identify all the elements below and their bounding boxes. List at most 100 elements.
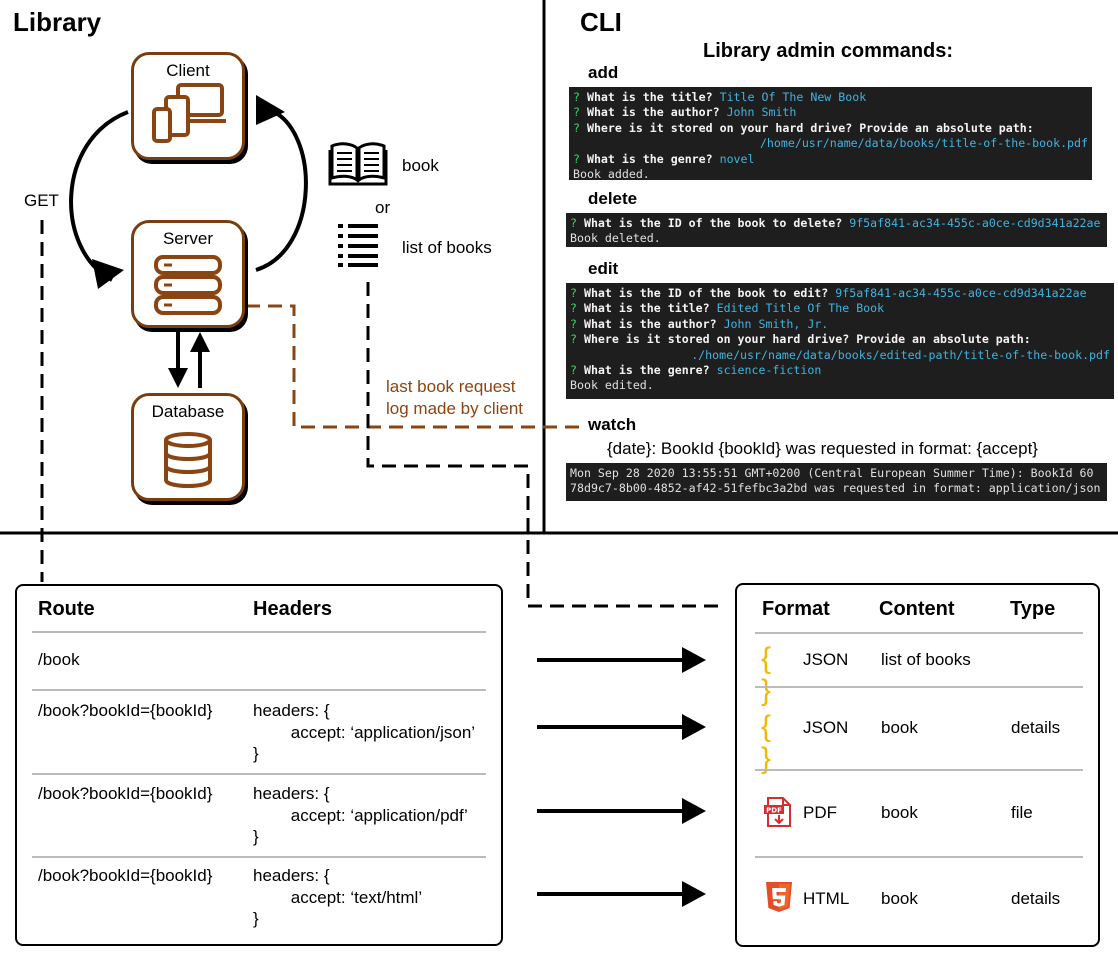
watch-command-label: watch xyxy=(588,415,637,434)
terminal-output: Book edited. xyxy=(570,378,654,393)
to-database-arrowhead xyxy=(168,368,188,388)
terminal-line: Mon Sep 28 2020 13:55:51 GMT+0200 (Centr… xyxy=(570,466,1094,480)
database-node: Database xyxy=(131,393,245,501)
terminal-question: What is the title? xyxy=(586,90,713,104)
route-cell: /book xyxy=(38,650,80,669)
database-icon xyxy=(164,432,212,488)
content-cell: list of books xyxy=(881,650,971,669)
terminal-prompt-mark: ? xyxy=(570,363,577,378)
watch-terminal: Mon Sep 28 2020 13:55:51 GMT+0200 (Centr… xyxy=(566,463,1107,501)
add-command-label: add xyxy=(588,63,619,82)
terminal-question: Where is it stored on your hard drive? P… xyxy=(586,120,1034,135)
terminal-question: What is the genre? xyxy=(586,151,713,166)
legend-list-label: list of books xyxy=(402,238,492,257)
format-column-header: Format xyxy=(762,598,830,620)
log-dashed-line xyxy=(246,304,583,429)
headers-cell: headers: { accept: ‘application/pdf’ } xyxy=(253,784,468,846)
json-braces-icon: { } xyxy=(761,642,776,707)
terminal-question: What is the title? xyxy=(583,301,710,316)
terminal-path: ./home/usr/name/data/books/edited-path/t… xyxy=(691,347,1110,362)
route-cell: /book?bookId={bookId} xyxy=(38,701,213,720)
row-divider xyxy=(755,686,1083,688)
terminal-question: What is the genre? xyxy=(583,363,710,378)
row-divider xyxy=(32,856,486,858)
terminal-line: 78d9c7-8b00-4852-af42-51fefbc3a2bd was r… xyxy=(570,481,1101,496)
content-cell: book xyxy=(881,803,918,822)
terminal-answer: 9f5af841-ac34-455c-a0ce-cd9d341a22ae xyxy=(849,216,1101,230)
header-divider xyxy=(755,632,1083,634)
terminal-answer: science-fiction xyxy=(716,363,822,378)
database-label: Database xyxy=(151,402,225,421)
header-divider xyxy=(32,631,486,633)
headers-column-header: Headers xyxy=(253,598,332,620)
terminal-line: ? What is the genre? novel xyxy=(573,152,1088,167)
content-cell: book xyxy=(881,889,918,908)
terminal-line: ? What is the ID of the book to delete? … xyxy=(570,216,1103,231)
terminal-answer: 9f5af841-ac34-455c-a0ce-cd9d341a22ae xyxy=(835,286,1087,300)
terminal-prompt-mark: ? xyxy=(570,216,577,230)
terminal-line: Book edited. xyxy=(570,378,1110,393)
terminal-prompt-mark: ? xyxy=(570,286,577,300)
list-icon xyxy=(338,224,378,267)
terminal-answer: novel xyxy=(719,151,755,166)
row-divider xyxy=(755,769,1083,771)
terminal-answer: John Smith, Jr. xyxy=(723,316,829,331)
headers-cell: headers: { accept: ‘text/html’ } xyxy=(253,866,423,928)
terminal-answer: Edited Title Of The Book xyxy=(716,301,885,316)
terminal-path: /home/usr/name/data/books/title-of-the-b… xyxy=(759,136,1088,151)
terminal-prompt-mark: ? xyxy=(573,120,580,135)
cli-title: CLI xyxy=(580,7,622,37)
terminal-line: ? What is the genre? science-fiction xyxy=(570,363,1110,378)
terminal-question: What is the author? xyxy=(586,105,720,120)
pdf-file-icon: PDF xyxy=(764,797,791,827)
terminal-prompt-mark: ? xyxy=(570,301,577,316)
edit-command-label: edit xyxy=(588,259,619,278)
type-cell: details xyxy=(1011,718,1061,737)
terminal-question: What is the author? xyxy=(583,316,717,331)
row-divider xyxy=(32,689,486,691)
headers-cell: headers: { accept: ‘application/json’ } xyxy=(253,701,476,763)
formats-panel: Format Content Type { } JSON list of boo… xyxy=(735,583,1100,947)
row-divider xyxy=(755,856,1083,858)
server-label: Server xyxy=(162,229,214,248)
terminal-prompt-mark: ? xyxy=(573,90,580,104)
terminal-line: ? Where is it stored on your hard drive?… xyxy=(570,332,1110,347)
legend-or-label: or xyxy=(375,198,391,217)
terminal-line: ? What is the author? John Smith, Jr. xyxy=(570,317,1110,332)
terminal-line: ? What is the author? John Smith xyxy=(573,105,1088,120)
json-braces-icon: { } xyxy=(761,710,776,775)
svg-text:PDF: PDF xyxy=(766,807,782,815)
request-arrow xyxy=(69,110,129,282)
format-cell: JSON xyxy=(803,650,849,669)
request-arrowhead xyxy=(92,259,124,289)
terminal-line: /home/usr/name/data/books/title-of-the-b… xyxy=(573,136,1088,151)
delete-command-label: delete xyxy=(588,189,638,208)
terminal-output: Book deleted. xyxy=(570,231,661,246)
watch-format: {date}: BookId {bookId} was requested in… xyxy=(607,439,1038,458)
client-node: Client xyxy=(131,52,245,160)
terminal-line: Book added. xyxy=(573,167,1088,180)
client-label: Client xyxy=(166,61,210,80)
response-arrowhead xyxy=(256,95,285,125)
log-label: last book request log made by client xyxy=(386,377,524,418)
terminal-question: What is the ID of the book to delete? xyxy=(583,216,843,230)
terminal-prompt-mark: ? xyxy=(573,151,580,166)
terminal-line: ./home/usr/name/data/books/edited-path/t… xyxy=(570,348,1110,363)
library-title: Library xyxy=(13,7,102,37)
book-icon xyxy=(328,142,388,186)
terminal-answer: John Smith xyxy=(726,105,797,120)
delete-terminal: ? What is the ID of the book to delete? … xyxy=(566,213,1107,247)
response-arrow xyxy=(255,108,308,272)
server-stack-icon xyxy=(154,255,222,315)
edit-terminal: ? What is the ID of the book to edit? 9f… xyxy=(566,283,1114,399)
html5-icon xyxy=(766,882,792,912)
terminal-question: Where is it stored on your hard drive? P… xyxy=(583,332,1031,347)
format-cell: PDF xyxy=(803,803,837,822)
type-column-header: Type xyxy=(1010,598,1056,620)
route-column-header: Route xyxy=(38,598,95,620)
route-cell: /book?bookId={bookId} xyxy=(38,784,213,803)
row-divider xyxy=(32,773,486,775)
terminal-output: Book added. xyxy=(573,167,650,180)
format-cell: JSON xyxy=(803,718,849,737)
